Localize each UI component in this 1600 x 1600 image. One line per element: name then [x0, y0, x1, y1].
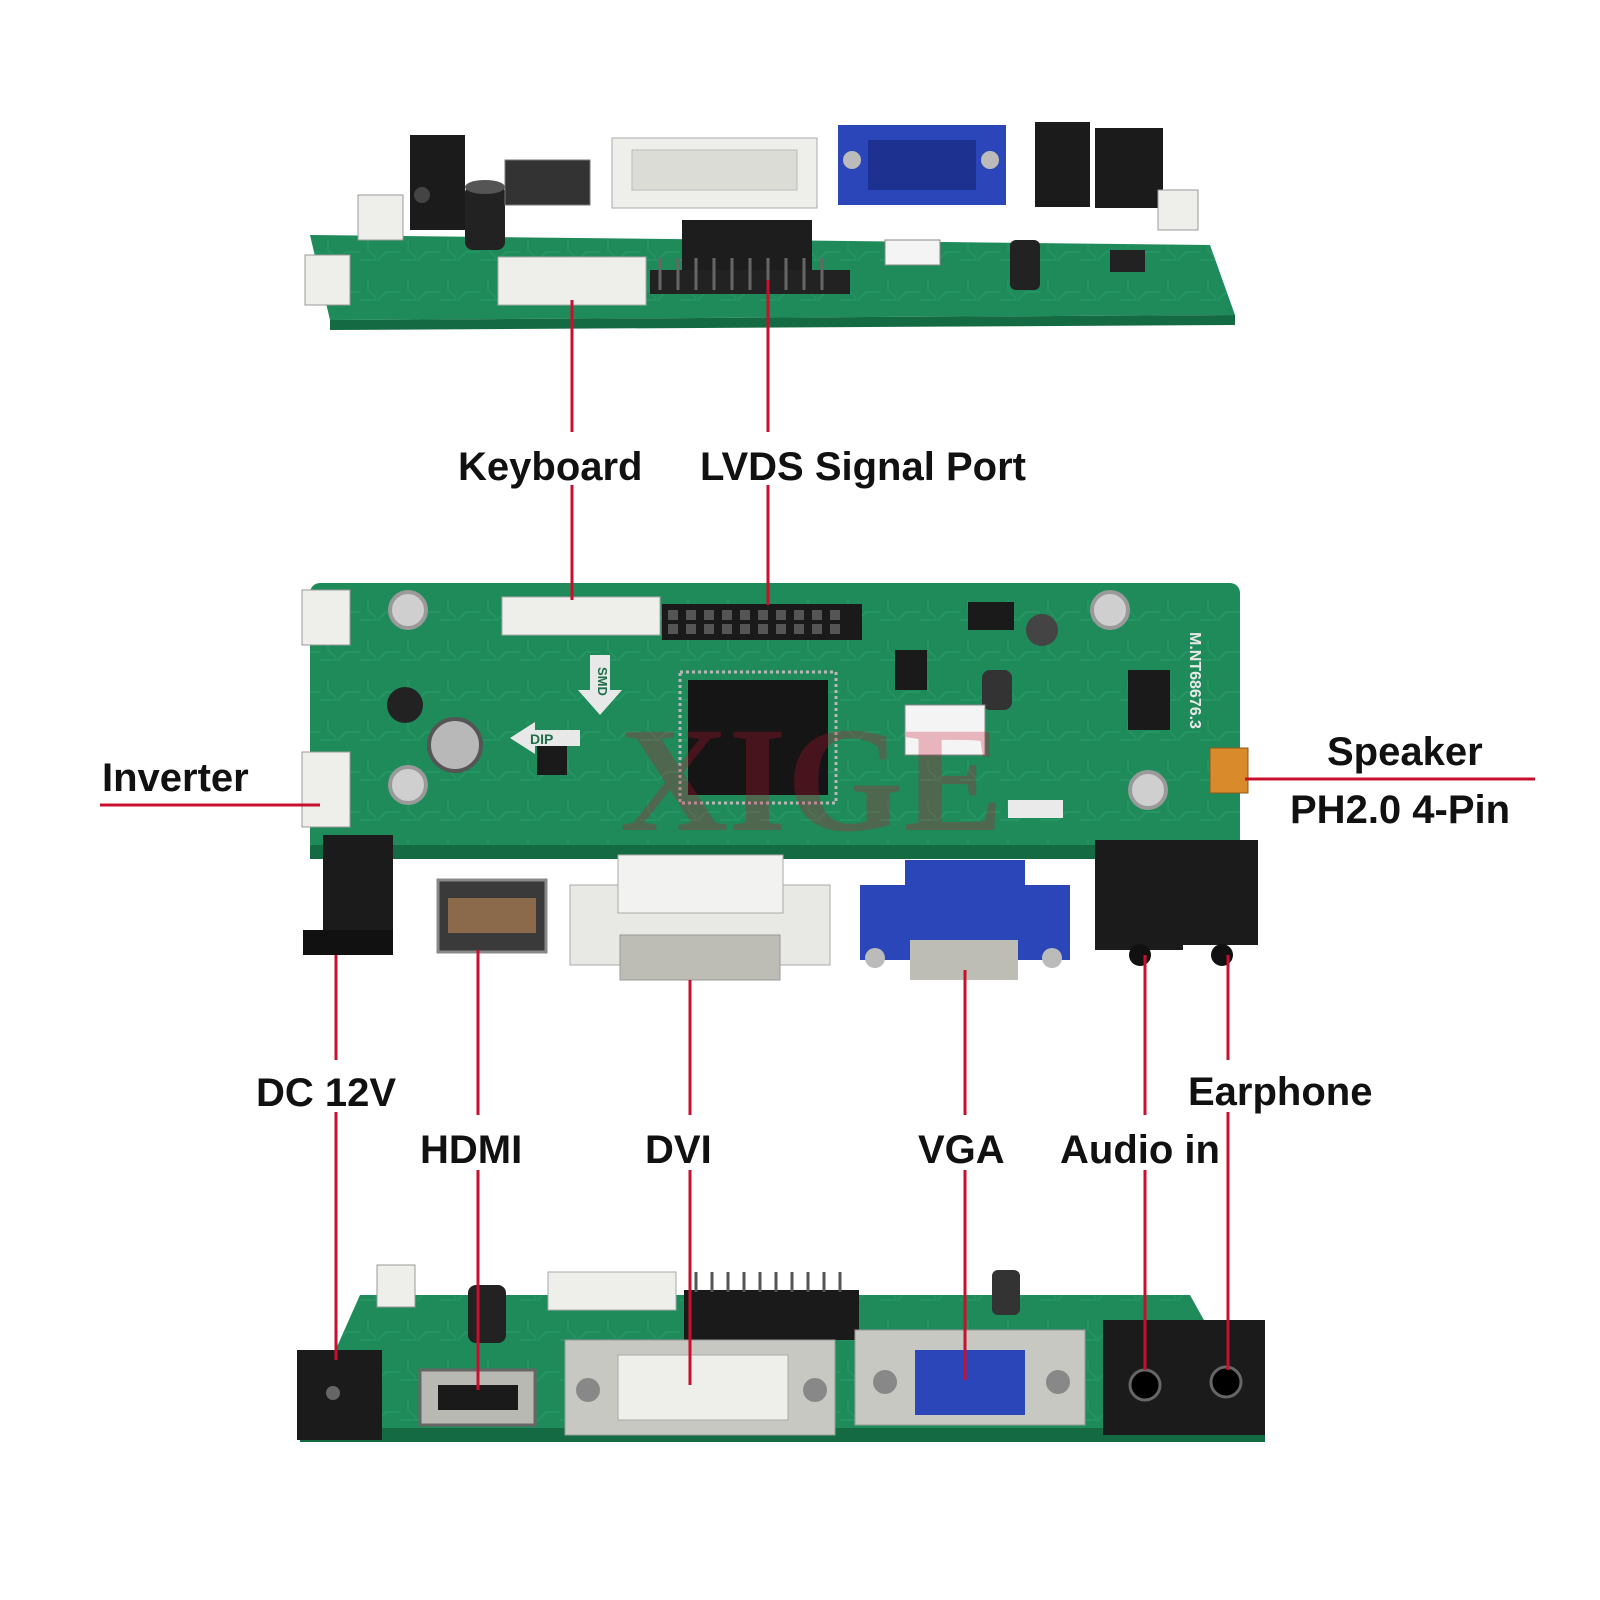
label-speaker: Speaker	[1327, 730, 1483, 774]
label-dvi: DVI	[645, 1128, 712, 1172]
top-board	[304, 122, 1235, 330]
middle-board: XIGE DIP SMD M.NT68676.3	[301, 583, 1258, 981]
label-earphone: Earphone	[1188, 1070, 1373, 1114]
label-dc-12v: DC 12V	[256, 1071, 397, 1115]
watermark-text: XIGE	[620, 697, 1003, 863]
label-hdmi: HDMI	[420, 1128, 523, 1172]
label-lvds-signal-port: LVDS Signal Port	[700, 445, 1026, 489]
label-vga: VGA	[918, 1128, 1005, 1172]
bottom-board	[297, 1264, 1265, 1442]
label-speaker-spec: PH2.0 4-Pin	[1290, 788, 1511, 832]
dip-marking: DIP	[530, 731, 553, 747]
label-audio-in: Audio in	[1060, 1128, 1220, 1172]
leader-lines	[100, 280, 1535, 1390]
model-marking: M.NT68676.3	[1186, 632, 1203, 729]
smd-marking: SMD	[595, 667, 610, 696]
label-inverter: Inverter	[102, 756, 249, 800]
label-keyboard: Keyboard	[458, 445, 643, 489]
